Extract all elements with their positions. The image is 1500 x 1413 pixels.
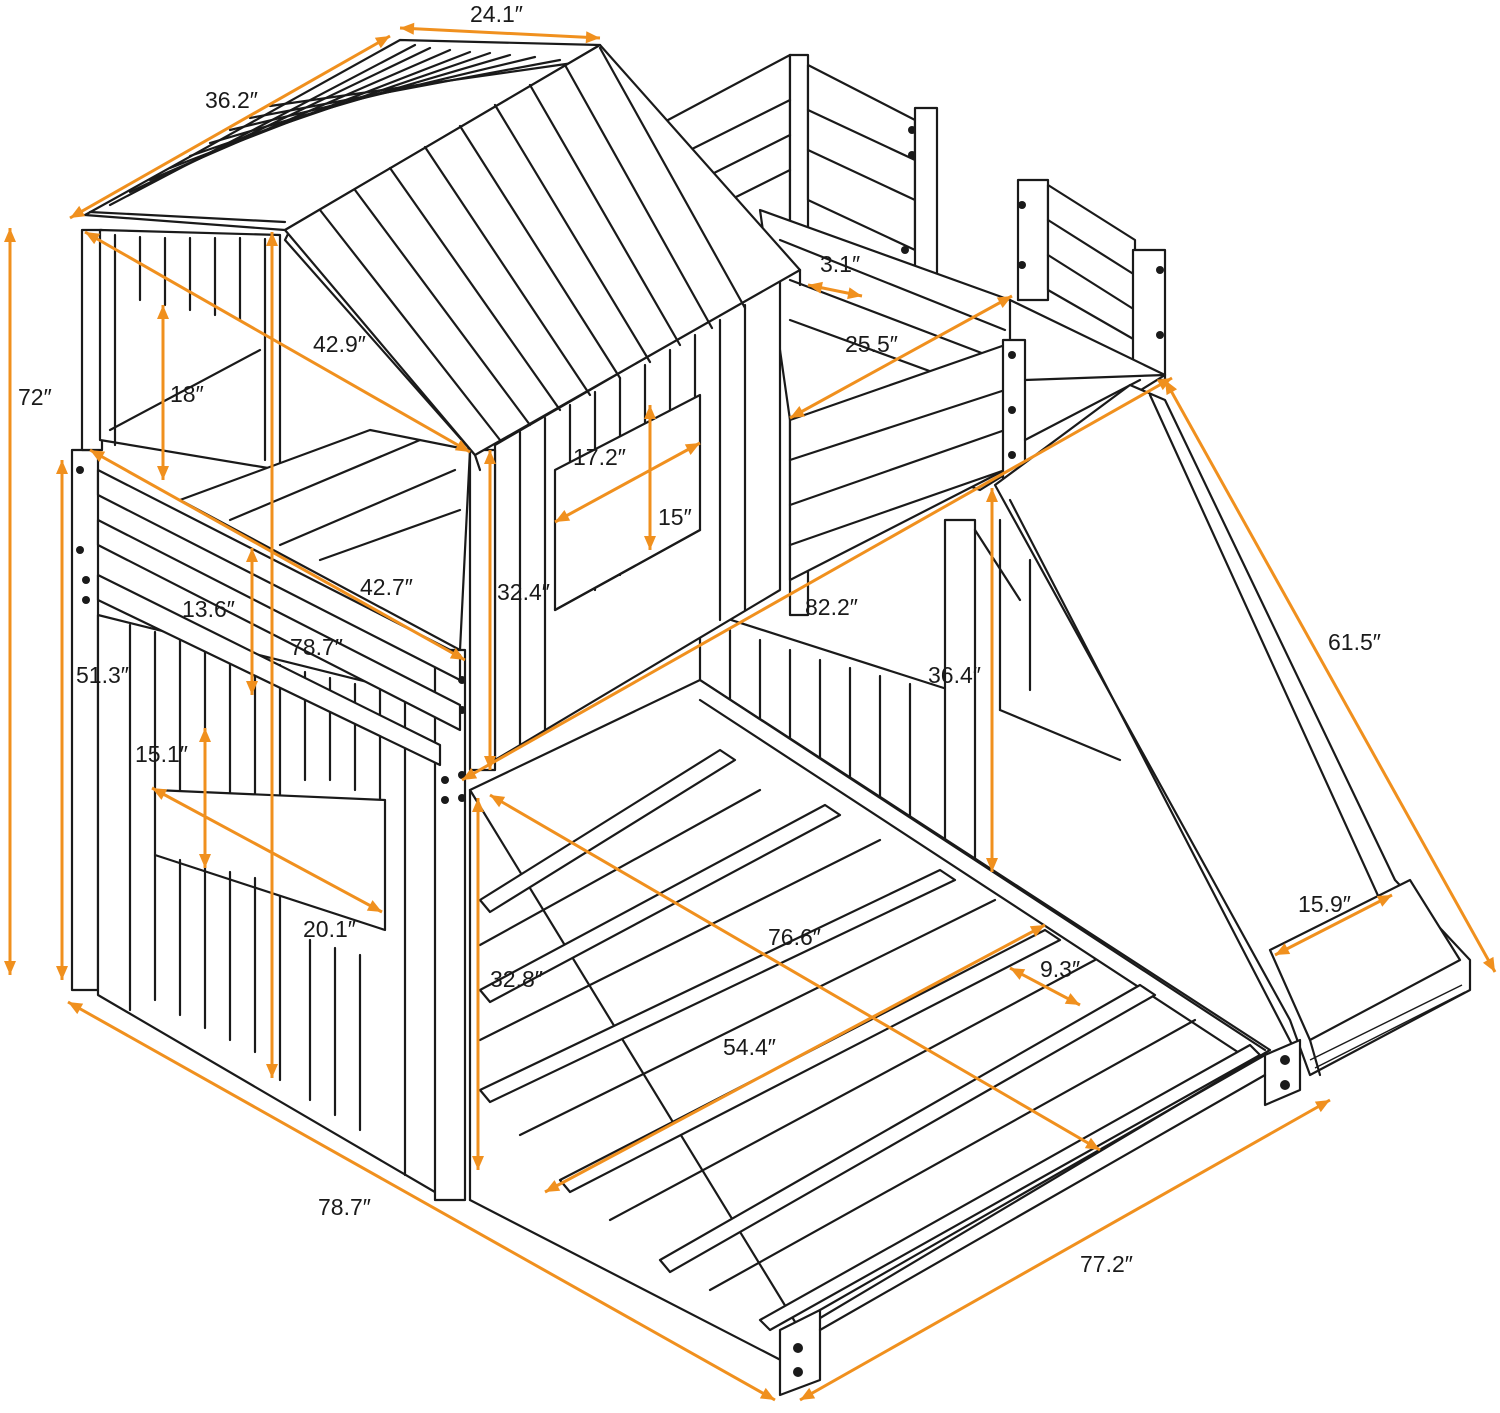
dim-slat-gap-label: 9.3″ [1040, 956, 1080, 982]
bed-line-art [70, 38, 1472, 1397]
dim-inner-height-line [266, 232, 278, 1078]
dim-slide-platform-height-label: 36.4″ [928, 662, 981, 688]
dimension-labels: 24.1″ 36.2″ 72″ 42.9″ 18″ 3.1″ 25.5″ 17.… [18, 1, 1381, 1277]
dim-window-upper-height-label: 18″ [170, 381, 204, 407]
roof [83, 38, 802, 472]
dim-lower-clearance-line [472, 798, 484, 1170]
dim-upper-bunk-width-line [89, 448, 466, 662]
dim-front-post-height-label: 51.3″ [76, 662, 129, 688]
dim-window-upper-height-line [157, 305, 169, 480]
dim-lower-clearance-label: 32.8″ [490, 966, 543, 992]
dim-roof-depth-line [69, 34, 391, 220]
dim-slat-gap-line [1009, 966, 1081, 1007]
dim-roof-span-line [84, 230, 471, 454]
dim-deck-width-line [789, 294, 1013, 420]
house-frame [70, 228, 467, 1202]
dim-inner-height-label: 78.7″ [290, 634, 343, 660]
dim-roof-width-label: 24.1″ [470, 1, 523, 27]
dim-window-upper-side-height-label: 15″ [658, 504, 692, 530]
dim-roof-span-label: 42.9″ [313, 331, 366, 357]
slide [993, 383, 1472, 1077]
dim-front-post-height-line [56, 460, 68, 980]
dim-overall-height-line [4, 228, 16, 975]
dim-lower-bunk-width-label: 54.4″ [723, 1034, 776, 1060]
dim-lower-bunk-length-line [489, 793, 1101, 1152]
dim-overall-length-line [461, 376, 1173, 782]
dim-base-length-line [67, 1000, 776, 1402]
dim-slide-width-label: 15.9″ [1298, 891, 1351, 917]
dim-base-length-label: 78.7″ [318, 1194, 371, 1220]
dim-lower-window-width-line [151, 786, 383, 914]
dim-overall-height-label: 72″ [18, 384, 52, 410]
dim-base-width-label: 77.2″ [1080, 1251, 1133, 1277]
dim-slide-length-line [1163, 379, 1497, 973]
dim-upper-house-height-label: 32.4″ [497, 579, 550, 605]
dim-guardrail-height-label: 13.6″ [182, 596, 235, 622]
dim-upper-bunk-width-label: 42.7″ [360, 574, 413, 600]
dim-slide-length-label: 61.5″ [1328, 629, 1381, 655]
lower-back-panel [698, 518, 1122, 872]
dim-roof-width-line [399, 22, 601, 44]
dim-slide-width-line [1274, 893, 1393, 957]
dim-lower-bunk-width-line [544, 923, 1046, 1194]
dim-deck-width-label: 25.5″ [845, 331, 898, 357]
dim-lower-window-width-label: 20.1″ [303, 916, 356, 942]
dim-overall-length-label: 82.2″ [805, 594, 858, 620]
dim-lower-window-height-label: 15.1″ [135, 741, 188, 767]
dim-deck-rail-gap-line [807, 281, 863, 300]
slide-guard-rail [1016, 178, 1167, 382]
upper-deck [758, 208, 1167, 582]
dim-base-width-line [799, 1098, 1331, 1402]
lower-bunk [468, 678, 1302, 1397]
dim-window-upper-side-height-line [644, 405, 656, 550]
dim-window-upper-width-line [554, 441, 701, 524]
dim-window-upper-width-label: 17.2″ [573, 444, 626, 470]
dim-slide-platform-height-line [986, 488, 998, 872]
dim-lower-window-height-line [199, 728, 211, 868]
dim-roof-depth-label: 36.2″ [205, 87, 258, 113]
dimension-lines [4, 22, 1497, 1402]
dim-deck-rail-gap-label: 3.1″ [820, 251, 860, 277]
dim-guardrail-height-line [246, 548, 258, 695]
dim-lower-bunk-length-label: 76.6″ [768, 924, 821, 950]
